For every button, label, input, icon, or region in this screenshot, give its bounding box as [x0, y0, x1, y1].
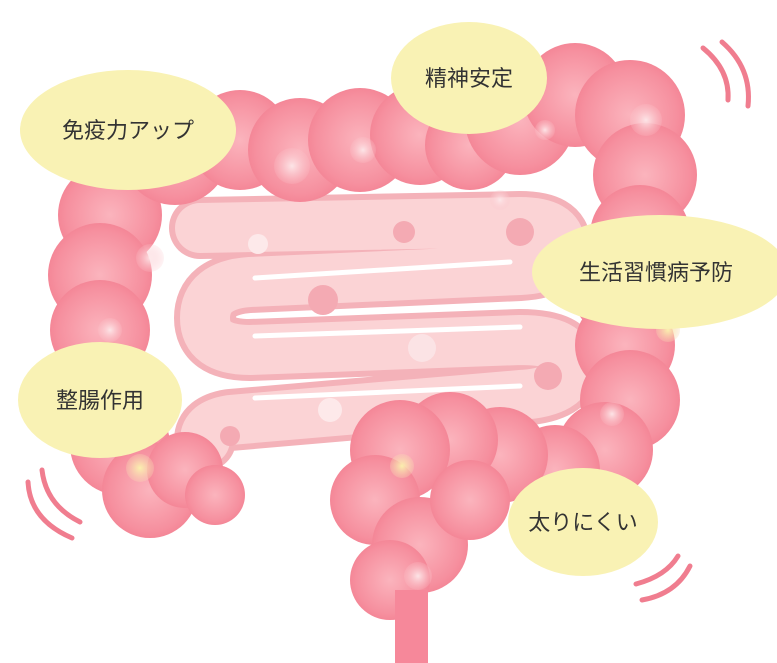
- colon-spot: [390, 454, 414, 478]
- colon-spot: [535, 120, 555, 140]
- colon-spot: [274, 148, 310, 184]
- colon-segment: [185, 465, 245, 525]
- colon-spot: [600, 402, 624, 426]
- bubble-intestinal-label: 整腸作用: [56, 389, 144, 414]
- bubble-lifestyle-label: 生活習慣病予防: [579, 261, 733, 286]
- bubble-intestinal: 整腸作用: [18, 342, 182, 458]
- colon-spot: [490, 190, 510, 210]
- bubble-lifestyle: 生活習慣病予防: [532, 215, 777, 329]
- colon-spot: [350, 137, 376, 163]
- motion-lines-top-right: [700, 39, 751, 109]
- colon-spot: [630, 104, 662, 136]
- bubble-immunity: 免疫力アップ: [20, 70, 236, 190]
- small-intestine-spots: [220, 218, 562, 446]
- bubble-mental: 精神安定: [391, 22, 547, 134]
- bubble-weight-label: 太りにくい: [528, 511, 638, 536]
- motion-lines-bottom-right: [633, 553, 693, 603]
- colon-spot: [126, 454, 154, 482]
- colon-segment: [430, 460, 510, 540]
- colon-spot: [136, 244, 164, 272]
- colon-spot: [98, 318, 122, 342]
- bubble-weight: 太りにくい: [508, 468, 658, 576]
- rectum: [395, 590, 428, 663]
- bubble-immunity-label: 免疫力アップ: [62, 119, 194, 144]
- motion-lines-bottom-left: [25, 467, 83, 541]
- bubble-mental-label: 精神安定: [425, 67, 513, 92]
- colon-spots: [98, 104, 680, 590]
- colon-spot: [404, 562, 432, 590]
